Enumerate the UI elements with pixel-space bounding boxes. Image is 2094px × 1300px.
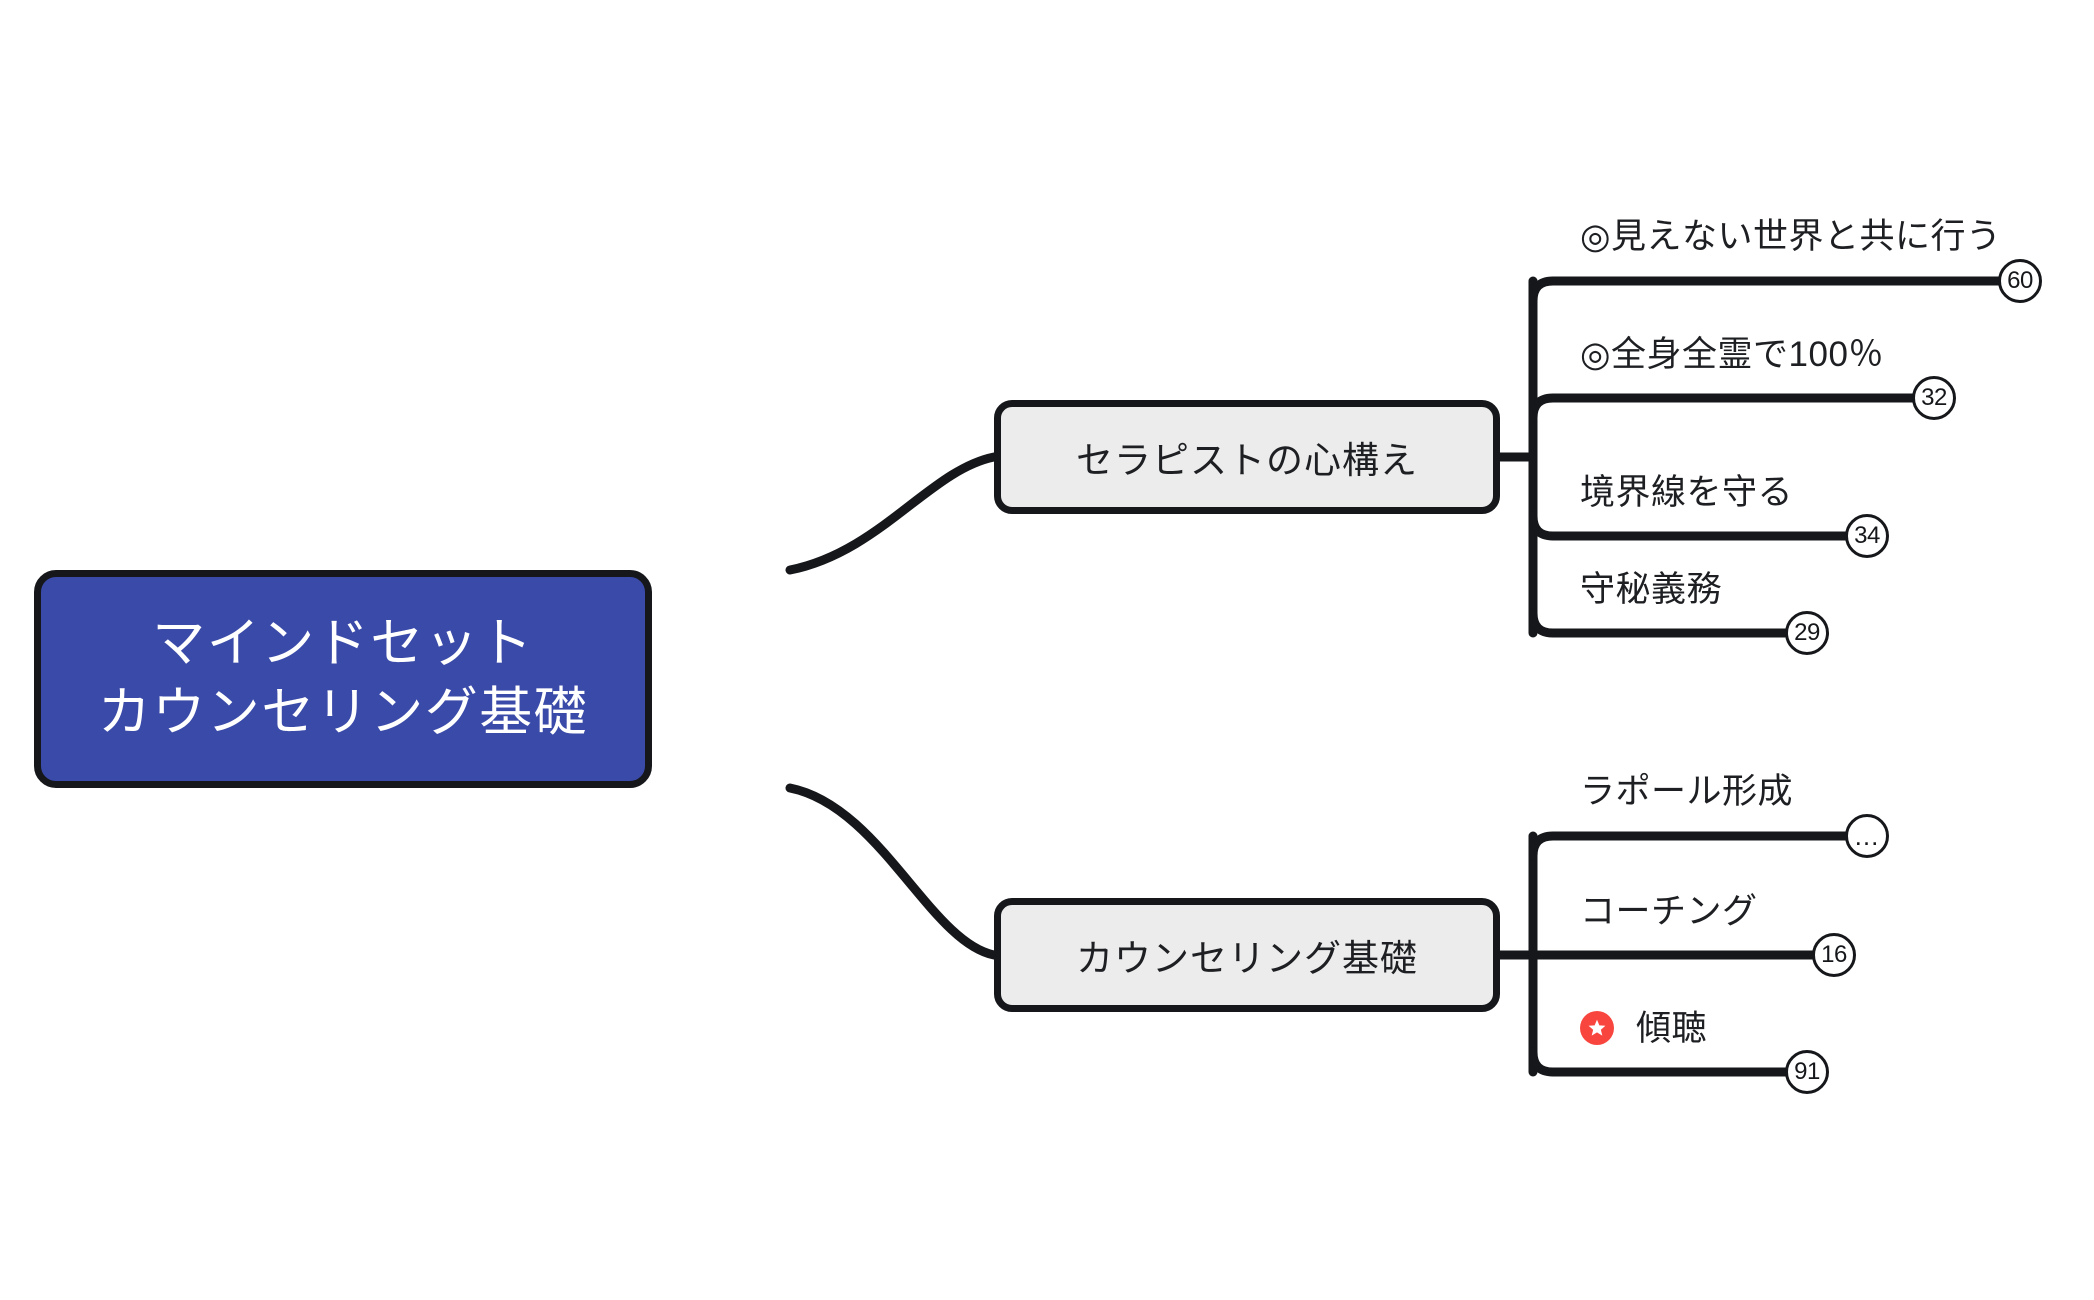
branch-node-counseling-basics[interactable]: カウンセリング基礎	[994, 898, 1500, 1012]
leaf-node-coaching[interactable]: コーチング	[1580, 865, 1758, 957]
leaf-badge-rapport[interactable]: …	[1845, 814, 1889, 858]
leaf-node-label: コーチング	[1580, 891, 1758, 931]
leaf-badge-confidentiality[interactable]: 29	[1785, 611, 1829, 655]
root-node-line-2: カウンセリング基礎	[97, 683, 589, 742]
connector-leaf-0-0	[1528, 276, 2003, 306]
leaf-node-full-devotion[interactable]: ◎全身全霊で100％	[1580, 308, 1884, 400]
leaf-badge-full-devotion[interactable]: 32	[1912, 376, 1956, 420]
leaf-node-active-listening[interactable]: 傾聴	[1580, 982, 1707, 1074]
leaf-node-label: 守秘義務	[1580, 569, 1723, 609]
leaf-node-boundaries[interactable]: 境界線を守る	[1580, 446, 1793, 538]
leaf-badge-value: 32	[1921, 384, 1947, 411]
leaf-badge-value: 91	[1794, 1058, 1820, 1085]
leaf-badge-value: 34	[1854, 522, 1880, 549]
leaf-node-label: ◎全身全霊で100％	[1580, 334, 1884, 374]
leaf-node-label: 傾聴	[1636, 1008, 1708, 1048]
leaf-badge-value: 60	[2007, 267, 2033, 294]
connector-leaf-1-0	[1528, 831, 1850, 861]
leaf-badge-active-listening[interactable]: 91	[1785, 1050, 1829, 1094]
leaf-node-rapport[interactable]: ラポール形成	[1580, 745, 1793, 837]
root-node-line-1: マインドセット	[152, 614, 534, 674]
branch-node-therapist-mindset[interactable]: セラピストの心構え	[994, 400, 1500, 514]
leaf-badge-value: 16	[1821, 941, 1847, 968]
root-node[interactable]: マインドセット カウンセリング基礎	[34, 570, 652, 788]
leaf-badge-value: 29	[1794, 619, 1820, 646]
connector-root-to-branch-0	[785, 452, 999, 575]
leaf-node-label: 境界線を守る	[1580, 472, 1794, 512]
star-icon	[1580, 1011, 1614, 1045]
connector-leaf-0-1	[1528, 393, 1917, 423]
branch-node-label: カウンセリング基礎	[1076, 938, 1418, 979]
leaf-badge-boundaries[interactable]: 34	[1845, 514, 1889, 558]
branch-node-label: セラピストの心構え	[1076, 440, 1418, 481]
leaf-node-invisible-world[interactable]: ◎見えない世界と共に行う	[1580, 190, 2002, 282]
leaf-node-confidentiality[interactable]: 守秘義務	[1580, 543, 1722, 635]
connector-root-to-branch-1	[785, 783, 999, 960]
leaf-badge-value: …	[1853, 820, 1881, 851]
leaf-node-label: ラポール形成	[1580, 771, 1794, 811]
leaf-badge-invisible-world[interactable]: 60	[1998, 259, 2042, 303]
leaf-node-label: ◎見えない世界と共に行う	[1580, 216, 2002, 256]
leaf-badge-coaching[interactable]: 16	[1812, 933, 1856, 977]
